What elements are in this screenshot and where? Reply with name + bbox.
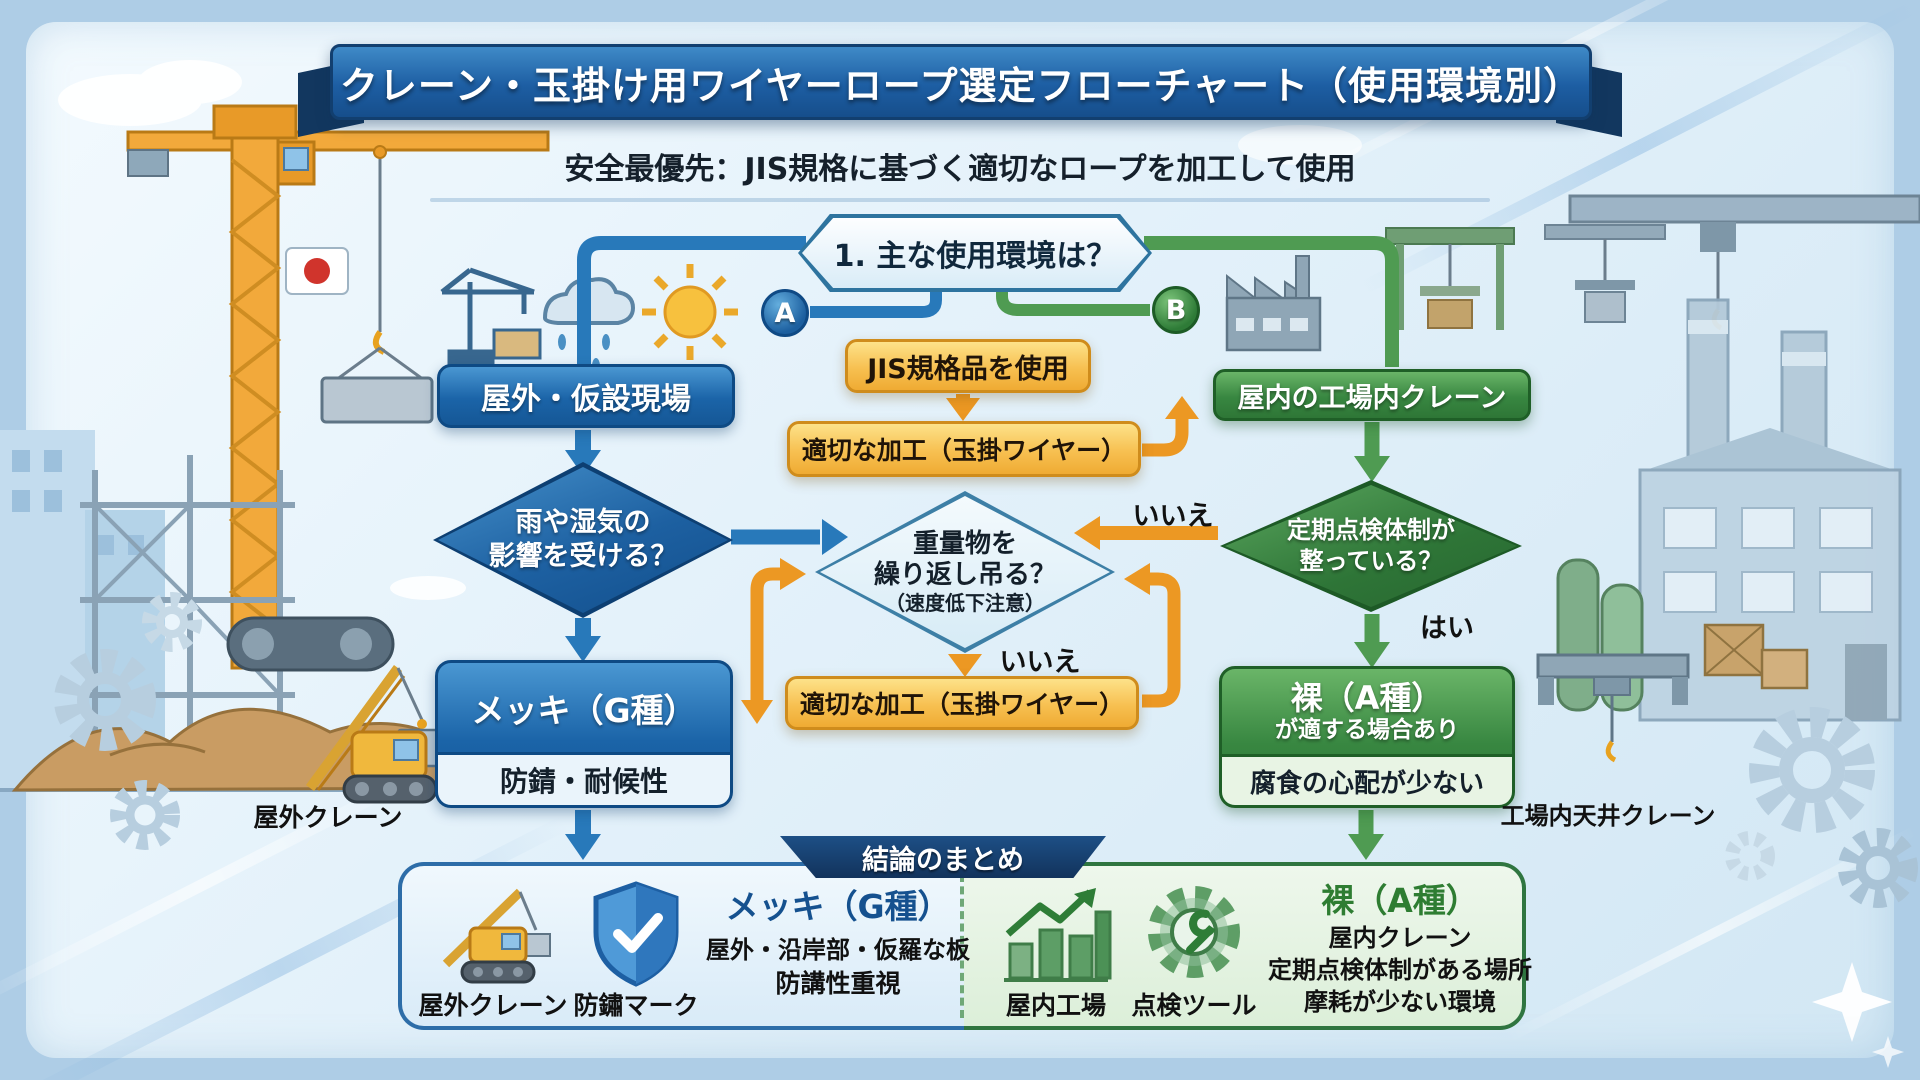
no-label-right: いいえ (1132, 501, 1214, 532)
start-node-label: 1. 主な使用環境は？ (802, 218, 1148, 288)
heavy-load-diamond: 重量物を 繰り返し吊る？ （速度低下注意） (815, 491, 1115, 653)
conclusion-right-icon2-label: 点検ツール (1131, 991, 1257, 1020)
page-subtitle: 安全最優先：JIS規格に基づく適切なロープを加工して使用 (564, 152, 1356, 187)
conclusion-right-line1: 屋内クレーン (1328, 924, 1472, 952)
branch-b-badge: B (1152, 286, 1200, 334)
process-wire-node-1: 適切な加工（玉掛ワイヤー） (787, 421, 1141, 477)
conclusion-left-line1: 屋外・沿岸部・仮羅な板 (706, 936, 970, 964)
page-title: クレーン・玉掛け用ワイヤーロープ選定フローチャート（使用環境別） (330, 44, 1592, 120)
conclusion-right-title: 裸（A種） (1321, 881, 1479, 920)
inspection-diamond: 定期点検体制が 整っている？ (1220, 480, 1522, 612)
inspection-line1: 定期点検体制が (1287, 515, 1455, 544)
header-divider (430, 198, 1490, 202)
conclusion-left-icon2-label: 防鏽マーク (573, 991, 699, 1020)
conclusion-divider (960, 874, 964, 1018)
plated-title: メッキ（G種） (471, 690, 697, 730)
inspection-line2: 整っている？ (1299, 547, 1443, 575)
no-label-center: いいえ (999, 647, 1081, 678)
plated-result-node: メッキ（G種） 防錆・耐候性 (435, 660, 733, 808)
start-node: 1. 主な使用環境は？ (798, 214, 1152, 292)
yes-label: はい (1420, 613, 1474, 644)
rust-proof-shield-icon (593, 881, 679, 987)
bar-chart-icon (1004, 888, 1112, 982)
conclusion-left-line2: 防講性重視 (775, 969, 901, 998)
conclusion-right-line2: 定期点検体制がある場所 (1268, 956, 1532, 984)
branch-a-badge: A (761, 289, 809, 337)
bare-note: 腐食の心配が少ない (1222, 754, 1512, 805)
outdoor-site-node: 屋外・仮設現場 (437, 364, 735, 428)
conclusion-left-icon1-label: 屋外クレーン (418, 991, 568, 1020)
indoor-crane-node: 屋内の工場内クレーン (1213, 369, 1531, 421)
ceiling-crane-caption: 工場内天井クレーン (1500, 802, 1716, 830)
heavy-load-line1: 重量物を (912, 528, 1017, 559)
outdoor-crane-caption: 屋外クレーン (253, 803, 403, 832)
rain-question-diamond: 雨や湿気の 影響を受ける？ (433, 462, 733, 618)
conclusion-right-line3: 摩耗が少ない環境 (1304, 988, 1496, 1016)
heavy-load-line3: （速度低下注意） (885, 591, 1045, 616)
rain-question-line2: 影響を受ける？ (488, 541, 678, 572)
bare-result-node: 裸（A種） が適する場合あり 腐食の心配が少ない (1219, 666, 1515, 808)
conclusion-banner: 結論のまとめ (780, 836, 1106, 878)
plated-subtitle: 防錆・耐候性 (438, 752, 730, 805)
conclusion-left-title: メッキ（G種） (725, 887, 951, 926)
heavy-load-line2: 繰り返し吊る？ (873, 560, 1056, 590)
rain-question-line1: 雨や湿気の (515, 507, 651, 539)
inspection-gear-wrench-icon (1148, 886, 1240, 978)
crawler-crane-icon (442, 888, 551, 984)
jis-standard-node: JIS規格品を使用 (845, 339, 1091, 393)
conclusion-panel: 屋外クレーン 防鏽マーク メッキ（G種） 屋外・沿岸部・仮羅な板 防講性重視 屋… (398, 862, 1532, 1030)
bare-title: 裸（A種） (1290, 678, 1444, 717)
conclusion-right-icon1-label: 屋内工場 (1005, 991, 1106, 1020)
process-wire-node-2: 適切な加工（玉掛ワイヤー） (785, 676, 1139, 730)
bare-subtitle: が適する場合あり (1275, 716, 1459, 743)
